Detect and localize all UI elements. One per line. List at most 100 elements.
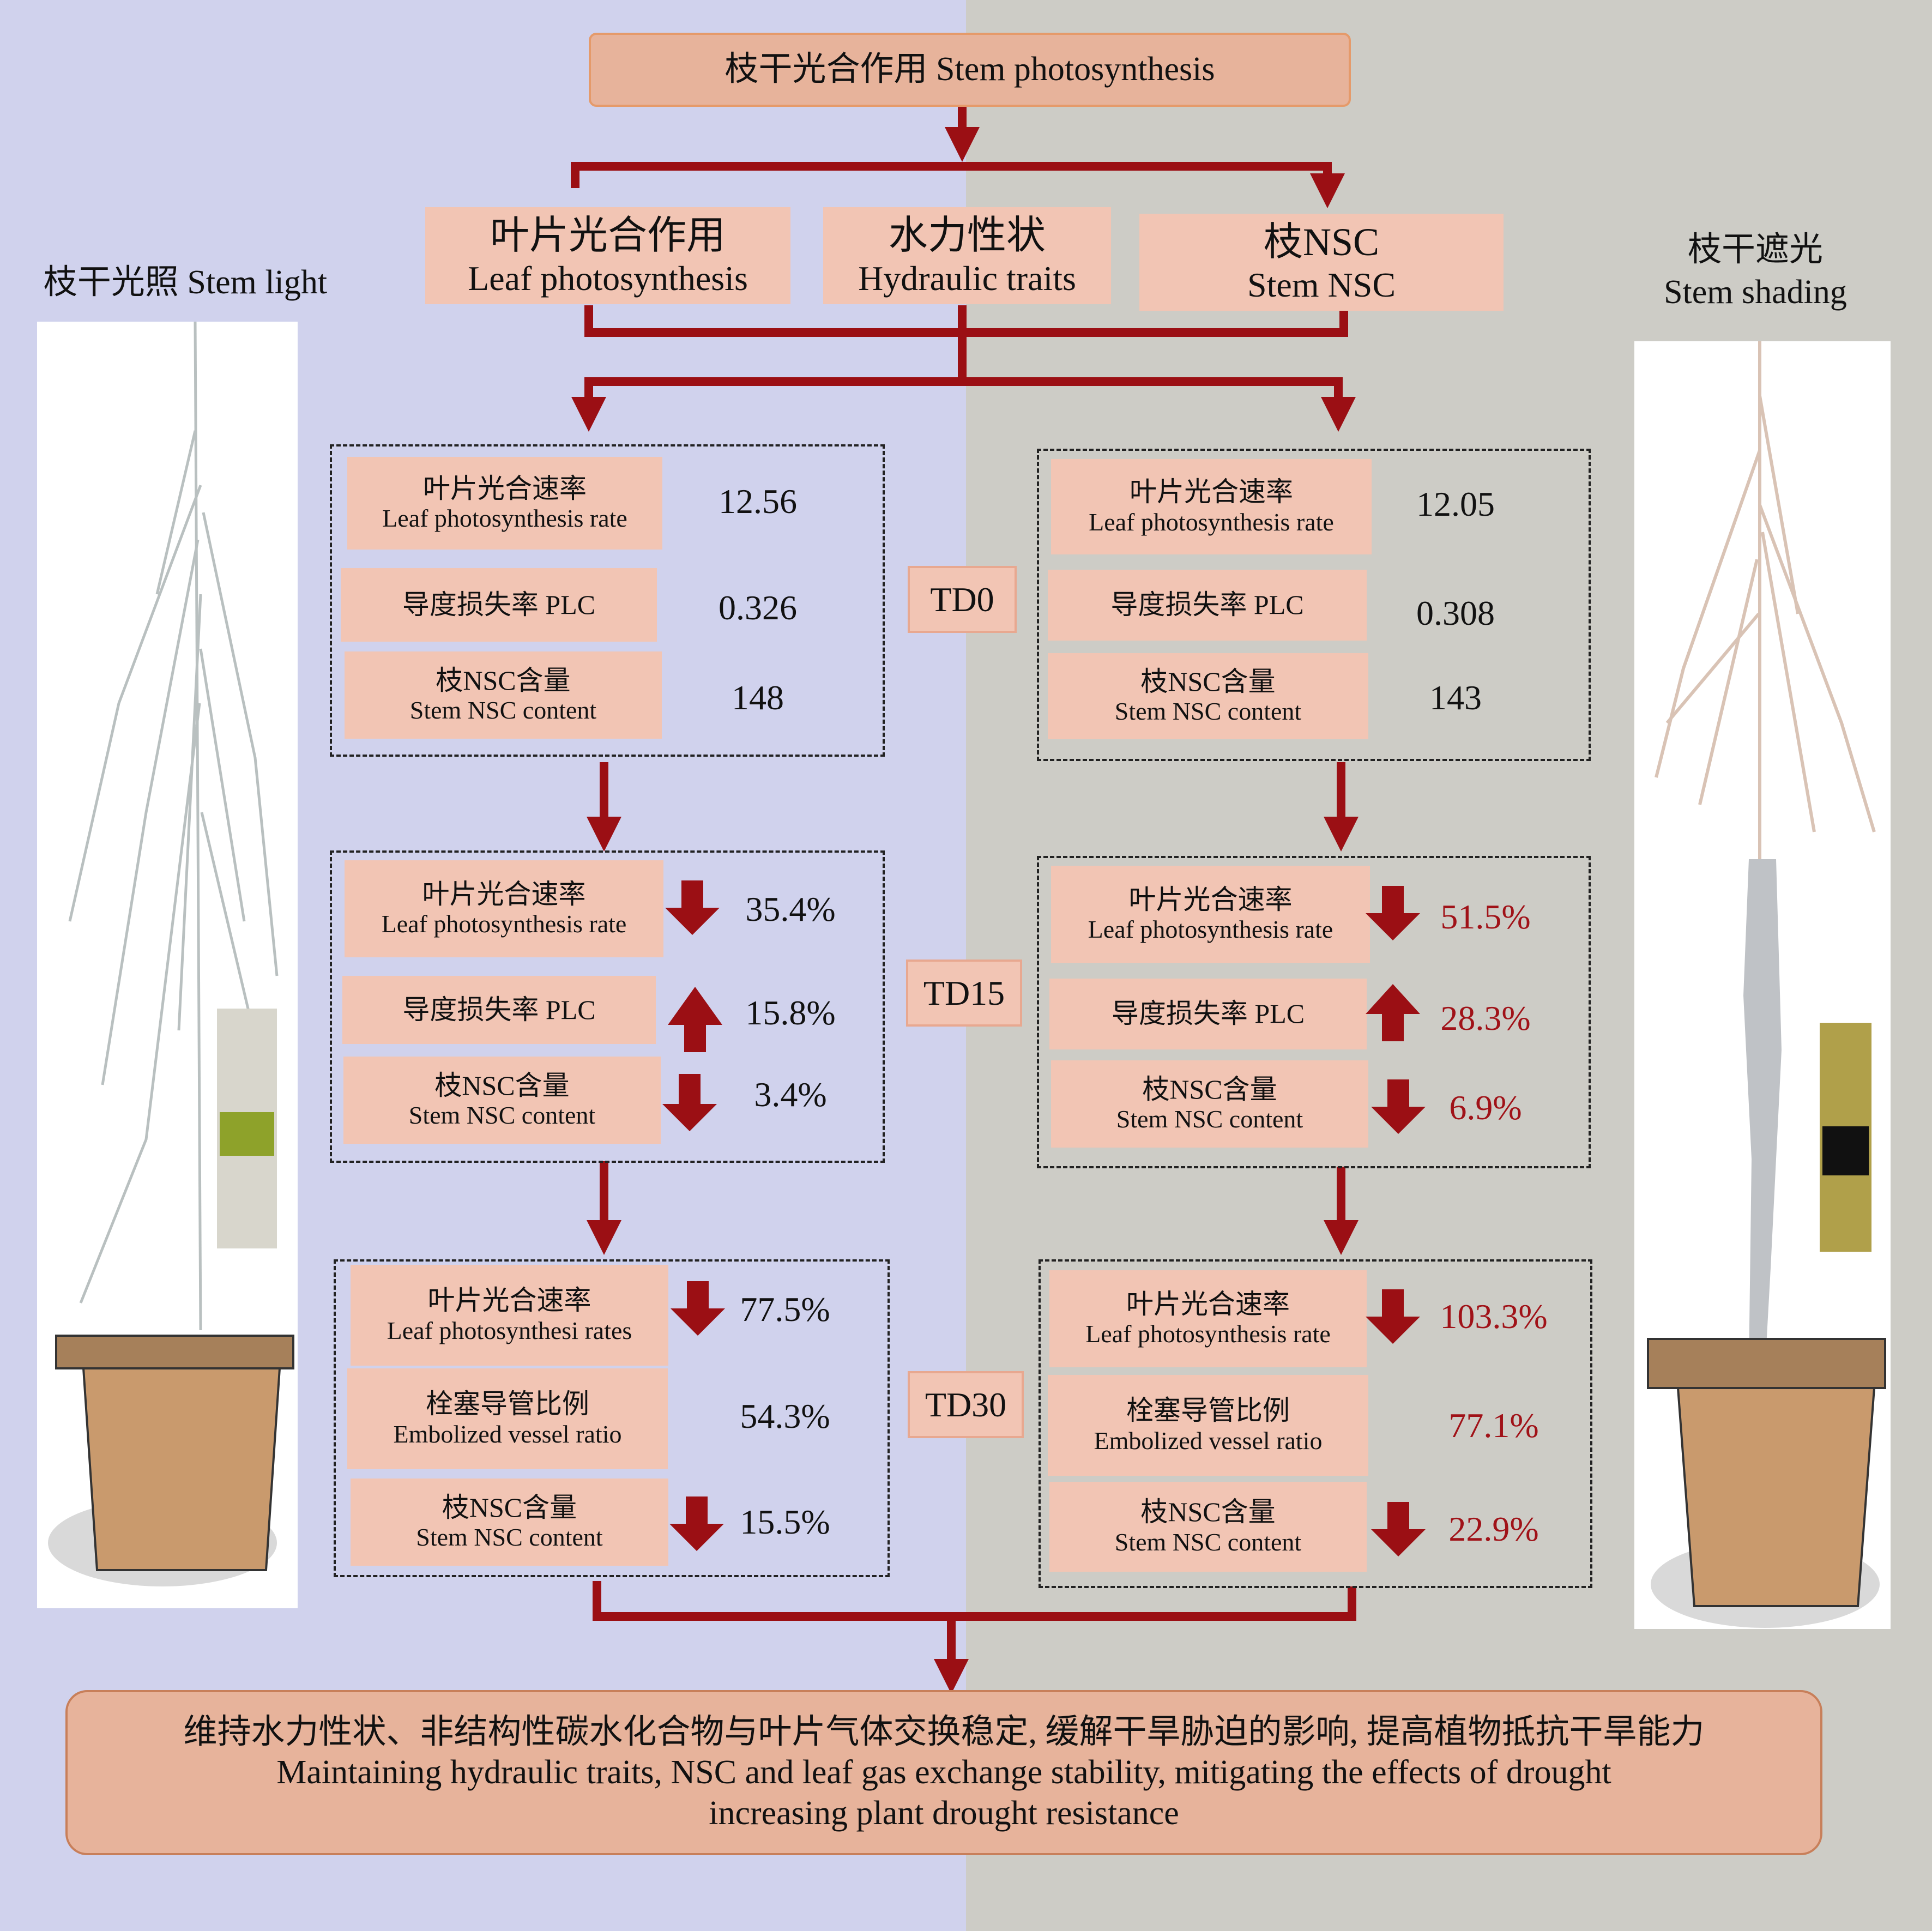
metric-en: Leaf photosynthesi rates [387,1316,632,1344]
stem-light-plant-illustration [48,321,294,1586]
metric-en: Stem NSC content [409,696,597,725]
left-td15-nsc-value: 3.4% [754,1075,827,1114]
up-arrow-icon [1366,984,1420,1041]
right-td0-leaf-rate-box: 叶片光合速率 Leaf photosynthesis rate [1051,459,1372,554]
left-td15-plc-box: 导度损失率 PLC [342,976,656,1044]
metric-en: Stem NSC content [1116,1105,1303,1133]
metric-zh: 枝NSC含量 [436,665,571,696]
category-zh: 叶片光合作用 [490,213,726,257]
timepoint-label: TD15 [923,973,1005,1012]
conclusion-zh: 维持水力性状、非结构性碳水化合物与叶片气体交换稳定, 缓解干旱胁迫的影响, 提高… [183,1713,1705,1751]
metric-zh: 枝NSC含量 [442,1492,577,1523]
right-td30-nsc-box: 枝NSC含量 Stem NSC content [1049,1482,1367,1572]
category-stem-nsc: 枝NSC Stem NSC [1139,214,1504,311]
metric-en: Leaf photosynthesis rate [382,504,627,533]
right-td0-group [1037,449,1591,761]
timepoint-label: TD30 [925,1385,1007,1424]
right-td15-plc-box: 导度损失率 PLC [1049,979,1367,1049]
category-hydraulic-traits: 水力性状 Hydraulic traits [823,207,1111,304]
down-arrow-icon [1371,1079,1426,1134]
stem-shading-plant-illustration [1647,341,1886,1628]
right-td30-leaf-rate-value: 103.3% [1440,1297,1548,1336]
left-td15-leaf-rate-value: 35.4% [745,890,836,928]
stem-shading-plant-photo [1634,341,1891,1629]
right-td0-nsc-box: 枝NSC含量 Stem NSC content [1048,653,1368,739]
category-zh: 枝NSC [1263,220,1380,264]
metric-zh: 叶片光合速率 [427,1285,591,1316]
metric-zh: 枝NSC含量 [1142,1073,1277,1105]
right-td15-leaf-rate-box: 叶片光合速率 Leaf photosynthesis rate [1051,866,1370,963]
timepoint-td0: TD0 [908,566,1017,633]
category-en: Stem NSC [1247,265,1396,304]
metric-en: Stem NSC content [416,1523,603,1552]
stem-light-plant-photo [37,321,298,1608]
left-td30-embolized-value: 54.3% [740,1397,830,1435]
stem-photosynthesis-title: 枝干光合作用 Stem photosynthesis [589,33,1351,107]
left-td30-nsc-value: 15.5% [740,1502,830,1541]
metric-en: Stem NSC content [408,1101,596,1130]
metric-zh: 栓塞导管比例 [426,1389,589,1420]
metric-zh: 导度损失率 PLC [1110,589,1304,620]
timepoint-td15: TD15 [906,960,1022,1027]
metric-en: Embolized vessel ratio [1094,1426,1323,1455]
left-td30-leaf-rate-box: 叶片光合速率 Leaf photosynthesi rates [351,1265,668,1366]
right-td30-embolized-box: 栓塞导管比例 Embolized vessel ratio [1048,1375,1368,1476]
metric-zh: 叶片光合速率 [1128,884,1293,915]
right-td15-leaf-rate-value: 51.5% [1440,897,1531,936]
arrow-branch-categories [571,162,1345,208]
metric-zh: 导度损失率 PLC [402,994,596,1025]
left-td15-plc-value: 15.8% [745,993,836,1032]
right-td15-group [1037,856,1591,1168]
right-td0-nsc-value: 143 [1429,678,1482,717]
left-td0-leaf-rate-box: 叶片光合速率 Leaf photosynthesis rate [347,457,662,550]
right-td15-plc-value: 28.3% [1440,999,1531,1037]
conclusion-en-line1: Maintaining hydraulic traits, NSC and le… [276,1754,1611,1791]
left-td0-nsc-box: 枝NSC含量 Stem NSC content [345,651,662,739]
timepoint-td30: TD30 [908,1371,1024,1438]
metric-en: Leaf photosynthesis rate [381,910,627,938]
metric-zh: 枝NSC含量 [434,1070,570,1101]
right-td30-leaf-rate-box: 叶片光合速率 Leaf photosynthesis rate [1049,1270,1367,1367]
stem-shading-label-zh: 枝干遮光 [1687,231,1823,268]
timepoint-label: TD0 [930,580,994,619]
down-arrow-icon [1366,1289,1420,1344]
right-td0-plc-box: 导度损失率 PLC [1048,570,1367,641]
metric-zh: 叶片光合速率 [423,473,587,504]
category-zh: 水力性状 [888,213,1046,257]
left-td15-nsc-box: 枝NSC含量 Stem NSC content [343,1057,661,1144]
metric-en: Leaf photosynthesis rate [1089,508,1334,536]
left-td0-plc-value: 0.326 [719,588,797,627]
metric-en: Leaf photosynthesis rate [1088,915,1333,944]
metric-zh: 枝NSC含量 [1140,1496,1276,1528]
down-arrow-icon [669,1496,724,1551]
category-leaf-photosynthesis: 叶片光合作用 Leaf photosynthesis [425,207,790,304]
category-en: Leaf photosynthesis [468,258,748,298]
metric-en: Leaf photosynthesis rate [1085,1320,1331,1348]
metric-zh: 叶片光合速率 [422,878,586,909]
metric-zh: 导度损失率 PLC [1111,998,1305,1029]
right-td0-plc-value: 0.308 [1416,594,1495,632]
right-td15-nsc-value: 6.9% [1449,1088,1522,1127]
metric-zh: 叶片光合速率 [1126,1288,1290,1319]
left-td30-leaf-rate-value: 77.5% [740,1290,830,1329]
left-td30-embolized-box: 栓塞导管比例 Embolized vessel ratio [347,1368,668,1469]
left-td30-group [334,1259,890,1577]
metric-en: Embolized vessel ratio [393,1420,622,1448]
metric-zh: 枝NSC含量 [1140,666,1276,697]
metric-zh: 导度损失率 PLC [402,589,596,620]
up-arrow-icon [668,987,722,1052]
down-arrow-icon [1366,886,1420,940]
metric-zh: 栓塞导管比例 [1126,1395,1290,1426]
metric-en: Stem NSC content [1114,1528,1302,1556]
left-td0-group [330,444,885,757]
right-td30-nsc-value: 22.9% [1448,1510,1539,1548]
title-text: 枝干光合作用 Stem photosynthesis [724,51,1215,88]
right-td30-group [1039,1259,1592,1588]
down-arrow-icon [662,1074,717,1131]
category-en: Hydraulic traits [858,258,1076,298]
down-arrow-icon [671,1281,725,1336]
right-td30-embolized-value: 77.1% [1448,1406,1539,1445]
left-td15-leaf-rate-box: 叶片光合速率 Leaf photosynthesis rate [345,860,663,957]
left-td15-group [330,850,885,1163]
